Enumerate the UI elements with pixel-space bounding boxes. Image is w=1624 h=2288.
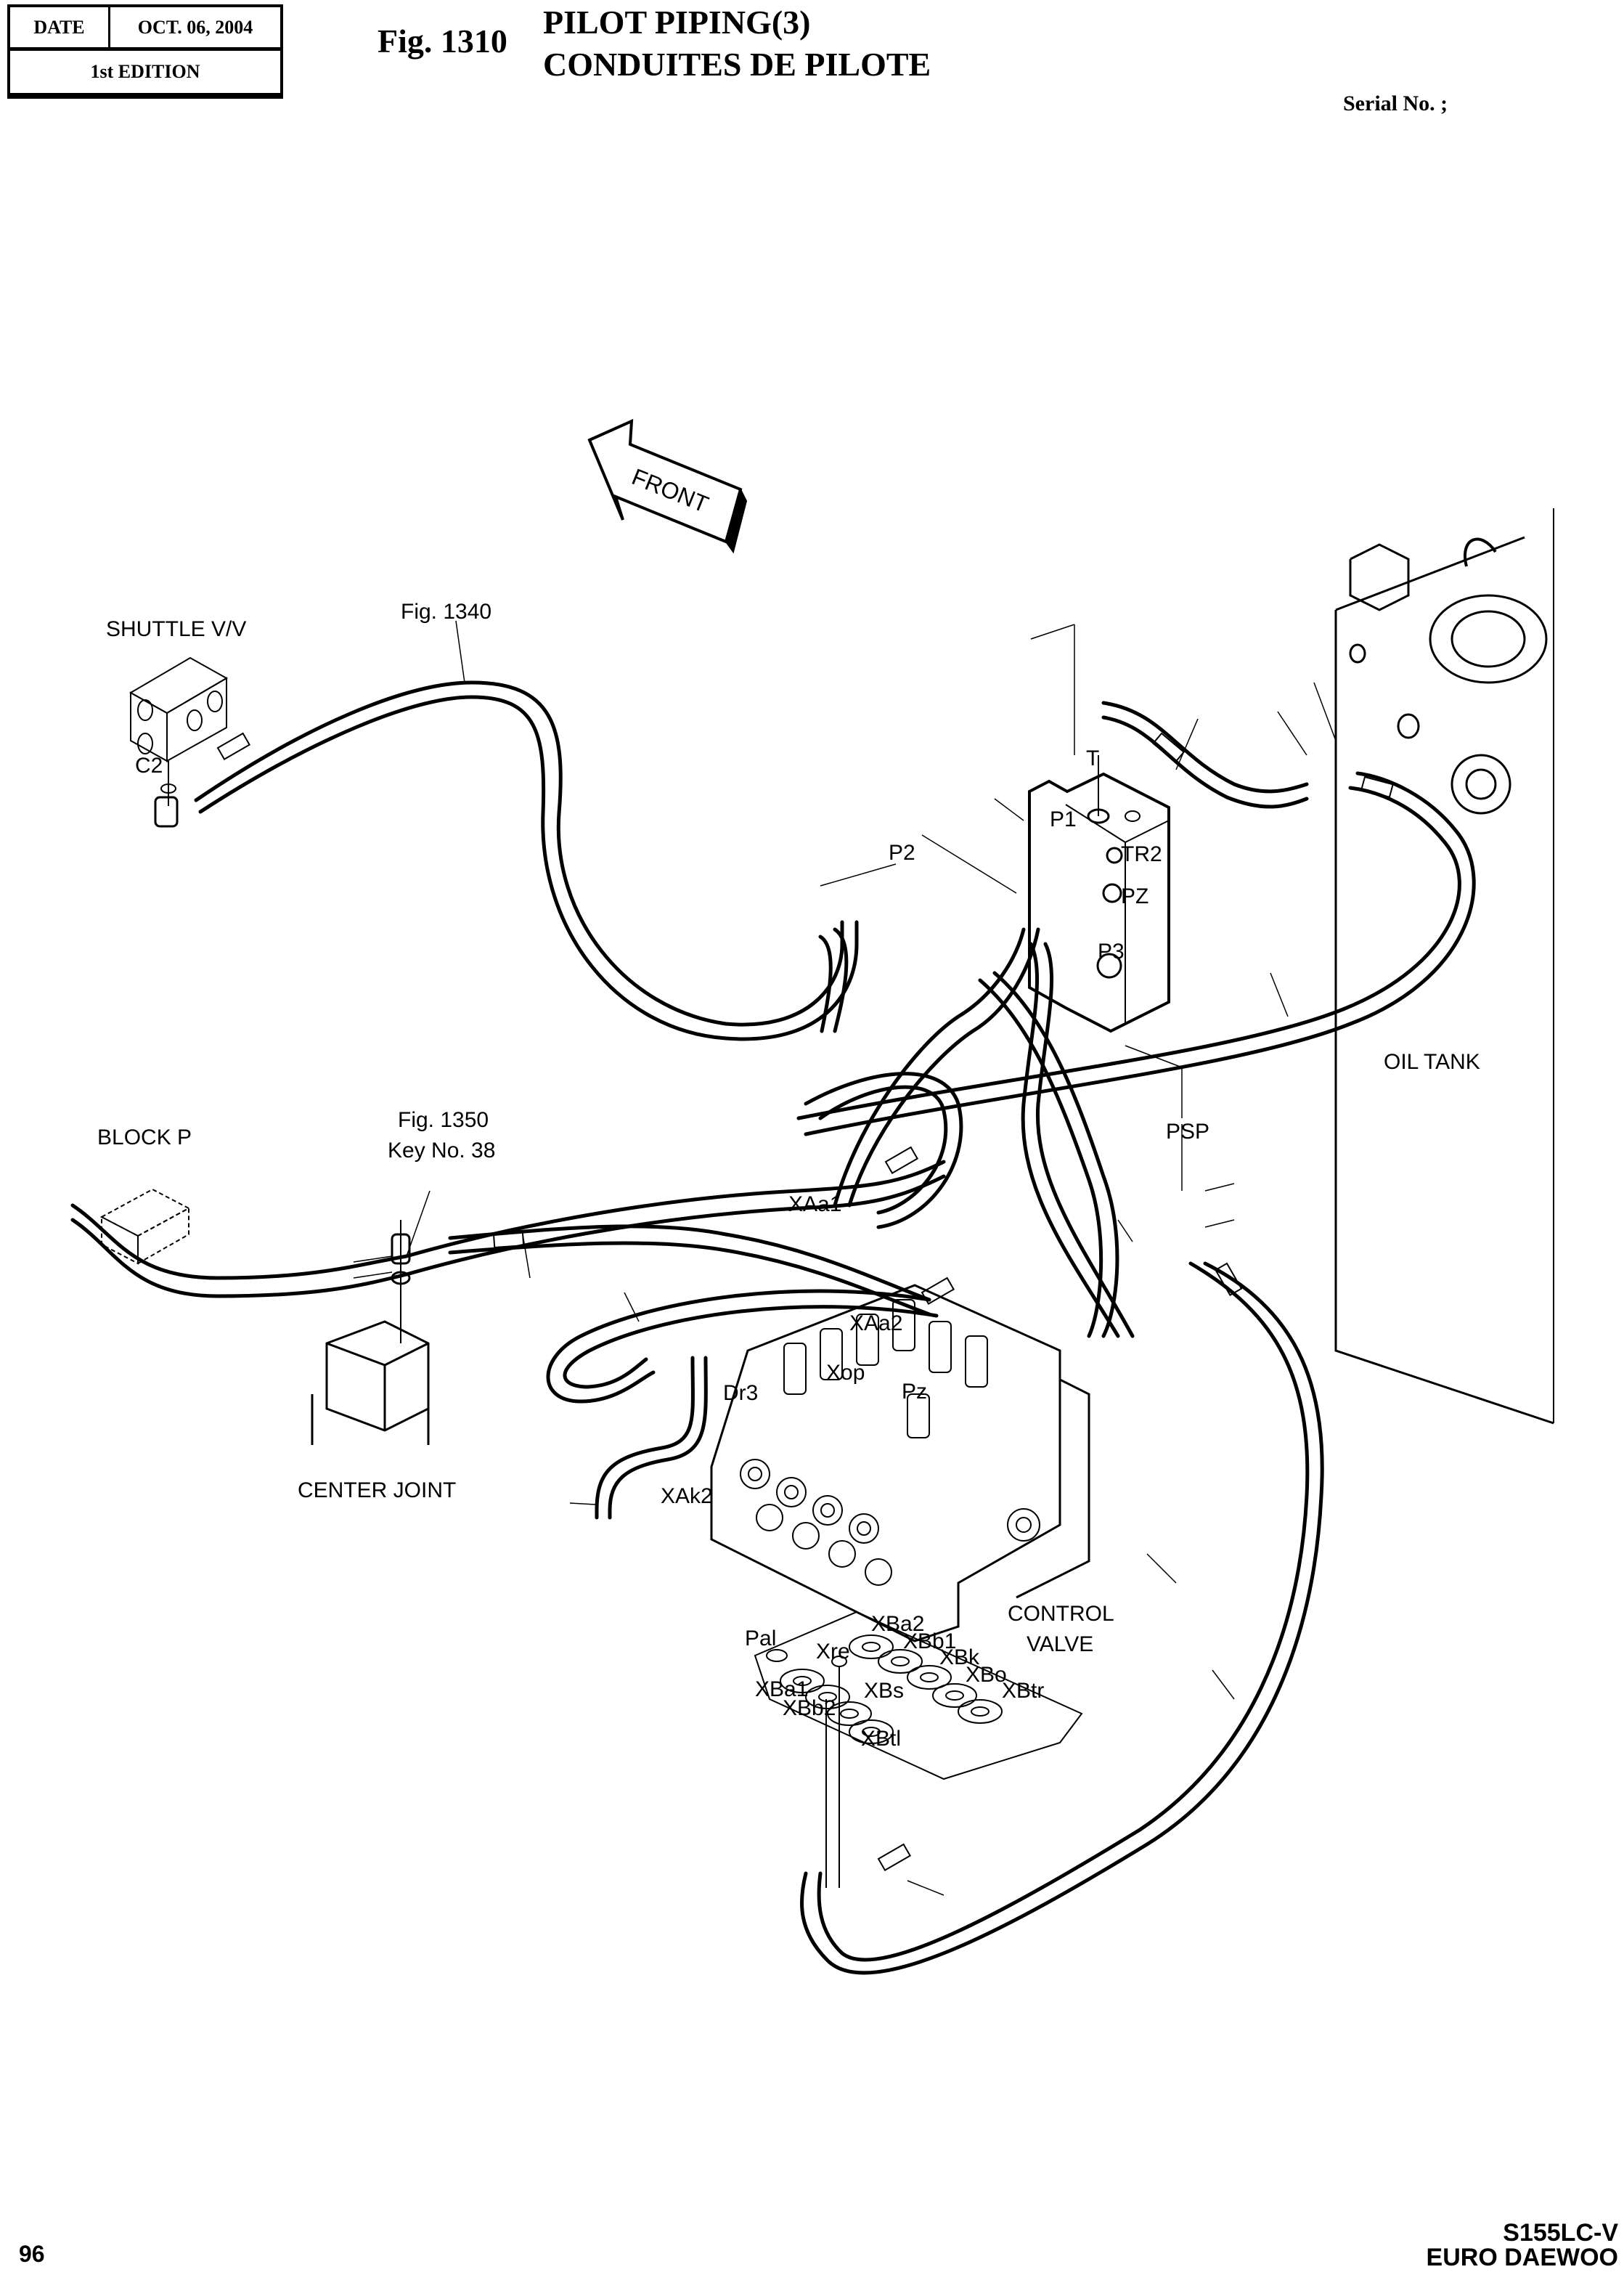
port-label-pz: PZ bbox=[1121, 884, 1148, 908]
port-label-xaa2: XAa2 bbox=[849, 1311, 902, 1335]
date-value: OCT. 06, 2004 bbox=[137, 16, 253, 38]
port-label-xbo: XBo bbox=[966, 1663, 1007, 1687]
pilot-block bbox=[1028, 755, 1170, 1033]
model-label: S155LC-V EURO DAEWOO bbox=[1427, 2220, 1618, 2270]
port-label-xba1: XBa1 bbox=[755, 1677, 808, 1701]
port-label-xaa1: XAa1 bbox=[788, 1192, 841, 1216]
model-name: S155LC-V bbox=[1503, 2219, 1618, 2247]
figure-number: Fig. 1310 bbox=[378, 23, 507, 60]
port-label-t: T bbox=[1086, 746, 1099, 770]
port-label-p1: P1 bbox=[1050, 807, 1077, 831]
control-valve-label-line2: VALVE bbox=[1027, 1632, 1093, 1656]
fig-1340-reference: Fig. 1340 bbox=[401, 600, 491, 624]
center-joint-label: CENTER JOINT bbox=[298, 1478, 456, 1502]
port-label-pal: Pal bbox=[745, 1627, 776, 1650]
port-label-tr2: TR2 bbox=[1121, 842, 1162, 866]
serial-number-label: Serial No. ; bbox=[1343, 91, 1448, 115]
brand-name: EURO DAEWOO bbox=[1426, 2244, 1618, 2271]
control-valve-label-line1: CONTROL bbox=[1008, 1602, 1114, 1626]
page-title-en: PILOT PIPING(3) bbox=[543, 4, 811, 41]
center-joint bbox=[311, 1220, 430, 1445]
port-label-xre: Xre bbox=[816, 1640, 850, 1664]
port-label-xbk: XBk bbox=[939, 1645, 980, 1669]
date-label: DATE bbox=[10, 7, 110, 47]
port-label-xbb2: XBb2 bbox=[783, 1696, 836, 1720]
leader-lines bbox=[353, 620, 1337, 1896]
shuttle-valve bbox=[128, 656, 229, 828]
key-number-reference: Key No. 38 bbox=[388, 1139, 495, 1163]
port-label-pz-valve: Pz bbox=[902, 1380, 927, 1404]
port-label-xop: Xop bbox=[826, 1361, 865, 1385]
fig-1350-reference: Fig. 1350 bbox=[398, 1108, 489, 1132]
block-p bbox=[99, 1188, 191, 1265]
oil-tank bbox=[1334, 508, 1554, 1425]
hose-braids bbox=[216, 732, 1394, 1871]
edition-label: 1st EDITION bbox=[10, 51, 280, 96]
port-label-xbs: XBs bbox=[864, 1679, 904, 1703]
block-p-label: BLOCK P bbox=[97, 1125, 192, 1149]
revision-box: DATE OCT. 06, 2004 1st EDITION bbox=[7, 4, 283, 99]
port-label-psp: PSP bbox=[1166, 1120, 1209, 1144]
port-label-xbb1: XBb1 bbox=[903, 1629, 956, 1653]
port-label-xbtr: XBtr bbox=[1002, 1679, 1044, 1703]
port-plate bbox=[754, 1611, 1083, 1888]
port-label-dr3: Dr3 bbox=[723, 1381, 758, 1405]
front-arrow: FRONT bbox=[587, 418, 748, 554]
port-label-c2: C2 bbox=[135, 754, 163, 778]
oil-tank-label: OIL TANK bbox=[1384, 1050, 1480, 1074]
port-label-p3: P3 bbox=[1098, 940, 1125, 964]
hoses bbox=[70, 680, 1476, 1975]
control-valve bbox=[710, 1284, 1090, 1642]
page-number: 96 bbox=[19, 2241, 45, 2267]
shuttle-valve-label: SHUTTLE V/V bbox=[106, 617, 246, 641]
port-label-p2: P2 bbox=[889, 841, 915, 865]
port-label-xak2: XAk2 bbox=[661, 1484, 713, 1508]
port-label-xbtl: XBtl bbox=[861, 1727, 901, 1751]
port-label-xba2: XBa2 bbox=[871, 1612, 924, 1636]
revision-date-row: DATE OCT. 06, 2004 bbox=[10, 7, 280, 51]
page-title-fr: CONDUITES DE PILOTE bbox=[543, 46, 931, 83]
